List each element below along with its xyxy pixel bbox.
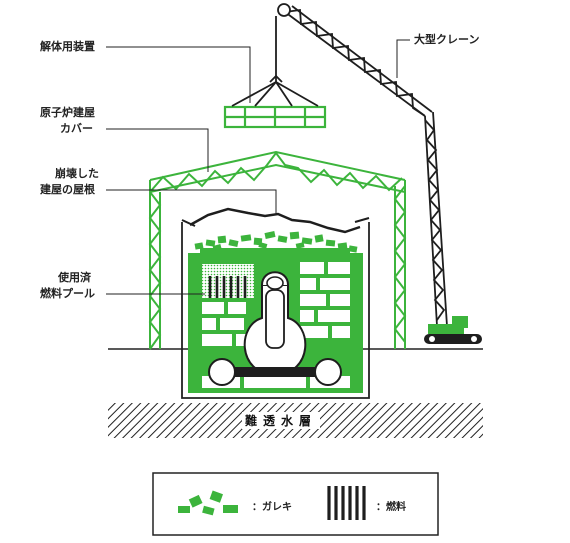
label-collapsed-roof-line2: 建屋の屋根 — [40, 183, 95, 196]
fuel-rods — [208, 276, 247, 298]
label-spent-fuel-pool: 使用済 燃料プール — [40, 270, 95, 302]
label-spent-fuel-pool-line1: 使用済 — [58, 271, 91, 284]
device-cables — [231, 16, 319, 107]
label-dismantling-device: 解体用装置 — [40, 40, 95, 53]
pressure-vessel — [265, 289, 285, 349]
crane-body — [424, 316, 482, 344]
collapsed-roof — [189, 207, 361, 234]
label-large-crane: 大型クレーン — [414, 33, 480, 46]
dismantling-device — [223, 105, 327, 129]
label-building-cover-line1: 原子炉建屋 — [40, 106, 95, 119]
large-crane — [277, 3, 448, 327]
legend-fuel-icon — [327, 486, 366, 520]
label-impermeable-layer: 難透水層 — [242, 412, 321, 429]
label-building-cover-line2: カバー — [60, 122, 93, 135]
legend-rubble-icon — [178, 490, 238, 516]
legend-rubble-label: ：ガレキ — [252, 502, 292, 513]
label-spent-fuel-pool-line2: 燃料プール — [40, 287, 95, 300]
legend-fuel-label: ：燃料 — [376, 502, 406, 513]
label-collapsed-roof: 崩壊した 建屋の屋根 — [40, 166, 99, 198]
rubble-pile — [194, 231, 358, 254]
reactor-building — [181, 222, 370, 399]
leader-lines — [106, 39, 410, 295]
legend-box — [152, 472, 439, 536]
label-building-cover: 原子炉建屋 カバー — [40, 105, 95, 137]
label-collapsed-roof-line1: 崩壊した — [55, 167, 99, 180]
